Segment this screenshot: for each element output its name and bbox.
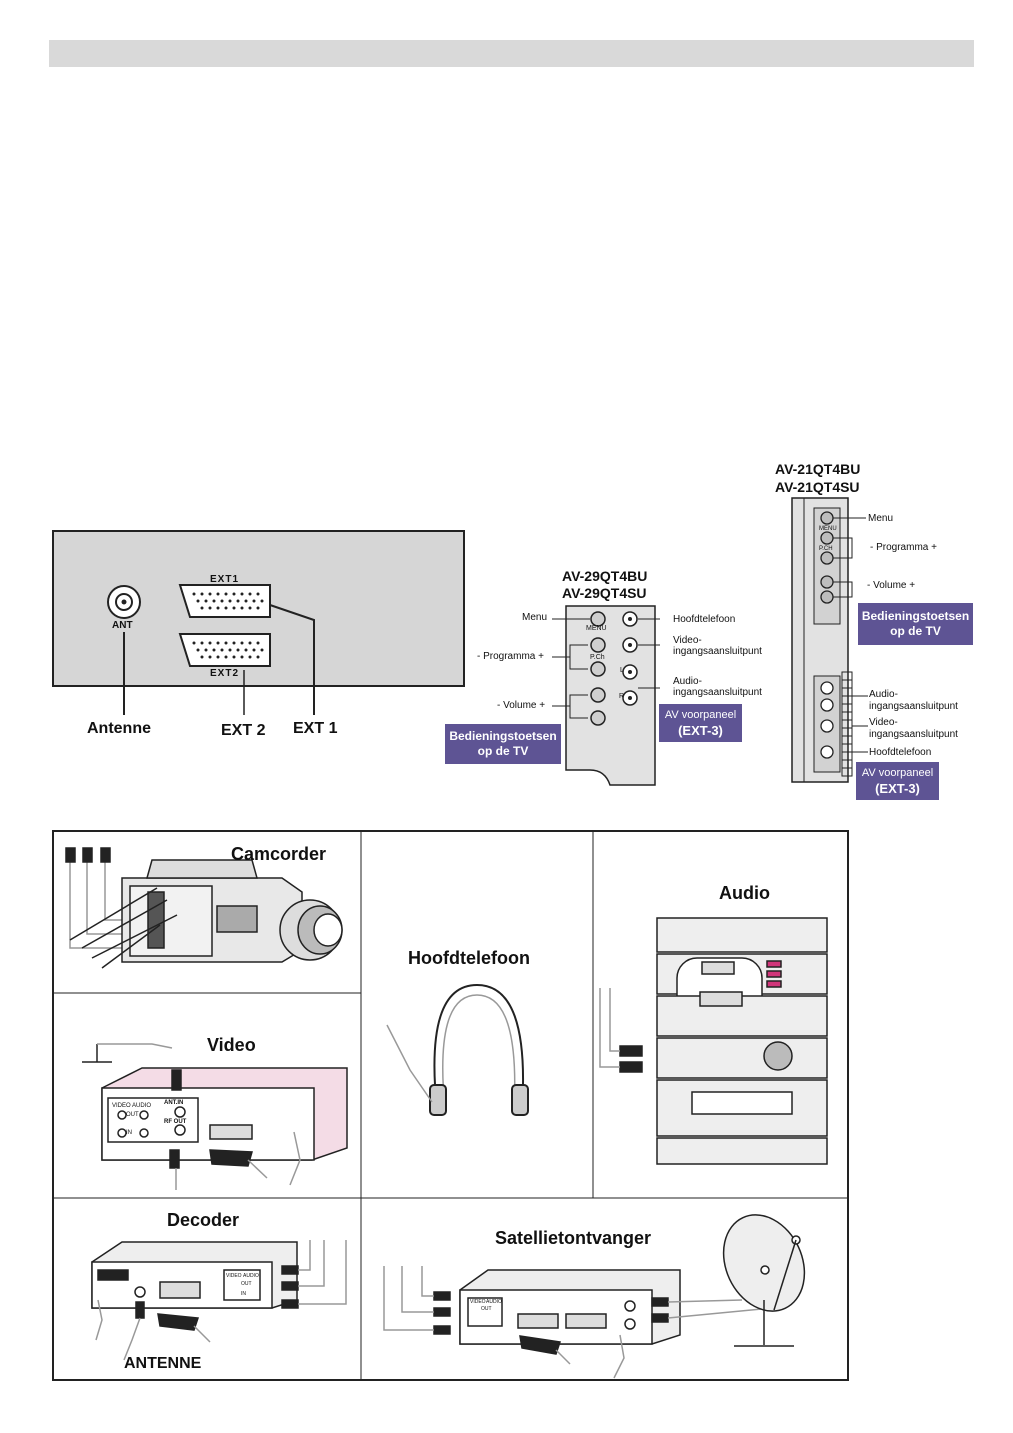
panel29-model-a: AV-29QT4BU (562, 568, 648, 584)
callout-ext1: EXT 1 (293, 720, 338, 737)
ext2-label: EXT2 (210, 668, 240, 679)
panel29-hoofdtelefoon: Hoofdtelefoon (673, 614, 736, 625)
header-bar (49, 40, 974, 67)
panel21-av-2: (EXT-3) (875, 781, 920, 796)
panel21-bedien-badge: Bedieningstoetsen op de TV (858, 603, 973, 645)
decoder-in-label: IN (241, 1291, 246, 1297)
panel29-jack-r: R (619, 693, 625, 700)
panel21-video-1: Video- (869, 717, 898, 728)
menu-button-icon (590, 611, 606, 627)
panel29-model-b: AV-29QT4SU (562, 585, 647, 601)
panel29-volume: - Volume + (497, 700, 546, 711)
panel29-av-badge: AV voorpaneel (EXT-3) (659, 704, 742, 742)
vcr-out-label: OUT (126, 1112, 139, 1118)
panel21-model-b: AV-21QT4SU (775, 479, 860, 495)
panel21-pch: P.CH (819, 546, 833, 552)
panel29-jack-l: L (620, 667, 624, 674)
panel29-menu-btn: MENU (586, 625, 607, 632)
vcr-icon (101, 1067, 348, 1190)
satellite-dish-icon (722, 1214, 806, 1347)
panel21-bedien-2: op de TV (890, 624, 941, 638)
panel29-av-2: (EXT-3) (678, 723, 723, 738)
panel21-model-a: AV-21QT4BU (775, 461, 861, 477)
panel21-volume: - Volume + (867, 580, 916, 591)
sat-video-label: VIDEO (470, 1299, 486, 1305)
vcr-antin-label: ANT.IN (164, 1100, 184, 1106)
vcr-in-label: IN (126, 1130, 132, 1136)
panel21-art (791, 497, 868, 783)
scart-ext1-icon (178, 584, 271, 618)
panel29-video-1: Video- (673, 635, 702, 646)
panel29-bedien-1: Bedieningstoetsen (449, 729, 557, 743)
vcr-video-label: VIDEO (112, 1103, 131, 1109)
panel29-programma: - Programma + (477, 651, 544, 662)
panel29-audio-2: ingangsaansluitpunt (673, 687, 762, 698)
video-antenna-icon (69, 887, 178, 1063)
vcr-rfout-label: RF OUT (164, 1119, 187, 1125)
devices-grid-lines (52, 830, 849, 1381)
hoofdtelefoon-title: Hoofdtelefoon (408, 948, 530, 968)
panel21-video-2: ingangsaansluitpunt (869, 729, 958, 740)
satellite-receiver-icon (383, 1266, 793, 1379)
antenne-title: ANTENNE (124, 1355, 202, 1372)
callout-antenne: Antenne (87, 720, 151, 737)
panel21-audio-1: Audio- (869, 689, 898, 700)
panel29-menu: Menu (522, 612, 548, 623)
vcr-audio-label: AUDIO (132, 1103, 152, 1109)
panel21-hoofdtelefoon: Hoofdtelefoon (869, 747, 932, 758)
panel21-audio-2: ingangsaansluitpunt (869, 701, 958, 712)
panel21-menu-btn: MENU (819, 526, 837, 532)
ant-label: ANT (112, 620, 133, 631)
back-panel-art (107, 584, 315, 715)
panel29-bedien-badge: Bedieningstoetsen op de TV (445, 724, 561, 764)
decoder-title: Decoder (167, 1210, 240, 1230)
audio-system-icon (599, 917, 828, 1165)
decoder-icon (91, 1240, 347, 1361)
devices-frame (52, 830, 849, 1381)
camcorder-icon (65, 847, 343, 963)
sat-audio-label: AUDIO (486, 1299, 502, 1305)
sat-out-label: OUT (481, 1306, 492, 1312)
panel21-bedien-1: Bedieningstoetsen (861, 609, 970, 623)
decoder-video-label: VIDEO (226, 1273, 242, 1279)
audio-title: Audio (719, 883, 770, 903)
decoder-out-label: OUT (241, 1281, 252, 1287)
headphones-icon (386, 983, 529, 1116)
panel21-menu: Menu (868, 513, 894, 524)
panel21-av-badge: AV voorpaneel (EXT-3) (856, 762, 939, 800)
camcorder-title: Camcorder (231, 844, 327, 864)
panel21-programma: - Programma + (870, 542, 937, 553)
panel29-video-2: ingangsaansluitpunt (673, 646, 762, 657)
panel29-bedien-2: op de TV (477, 744, 529, 758)
decoder-audio-label: AUDIO (243, 1273, 259, 1279)
video-title: Video (207, 1035, 256, 1055)
panel29-av-1: AV voorpaneel (664, 709, 737, 721)
panel21-av-1: AV voorpaneel (861, 767, 934, 779)
panel29-pch: P.Ch (590, 654, 605, 661)
panel29-audio-1: Audio- (673, 676, 702, 687)
satelliet-title: Satellietontvanger (495, 1228, 652, 1248)
scart-ext2-icon (178, 633, 271, 667)
panel29-art (552, 605, 660, 786)
ext1-label: EXT1 (210, 574, 240, 585)
callout-ext2: EXT 2 (221, 722, 266, 739)
